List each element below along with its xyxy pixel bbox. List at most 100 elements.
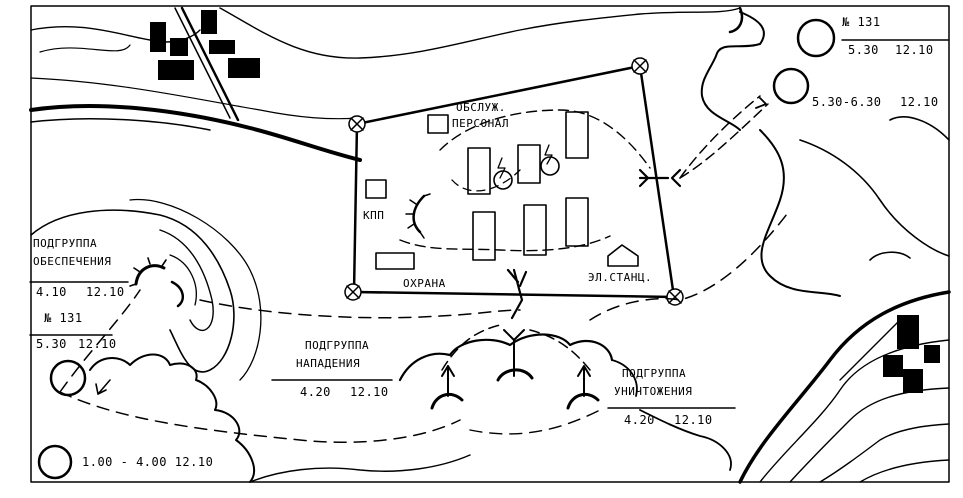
label-num-top: № 131 (842, 15, 881, 29)
support-group-arc (170, 280, 185, 308)
label-el-stants: ЭЛ.СТАНЦ. (588, 271, 653, 284)
hill-contour (129, 198, 262, 381)
label-podgruppa-unichtozh-2: УНИЧТОЖЕНИЯ (614, 385, 693, 398)
movement-arrow (441, 324, 501, 371)
map-frame (30, 5, 950, 483)
vegetation (249, 454, 471, 483)
terrain-contour (738, 290, 951, 484)
support-group-ticks (129, 257, 167, 287)
rendezvous-point-top (796, 18, 836, 58)
hill-contour (700, 11, 765, 131)
building (472, 211, 496, 261)
terrain-contour (789, 387, 950, 483)
approach-route (59, 289, 141, 393)
sentry-ticks (405, 193, 431, 239)
terrain-contour (819, 423, 950, 483)
arrowhead (95, 383, 107, 395)
building (897, 315, 919, 349)
label-time-right-b: 12.10 (900, 95, 939, 109)
patrol-route (399, 235, 611, 252)
movement-arrow (679, 95, 761, 179)
road (29, 104, 362, 162)
support-group-arc (134, 264, 166, 286)
gate-right (638, 168, 682, 188)
label-obsluzh-1: ОБСЛУЖ. (456, 101, 506, 114)
patrol-route (439, 109, 651, 169)
approach-route (469, 409, 601, 435)
label-obesp-time-b: 12.10 (86, 285, 125, 299)
label-podgruppa-obesp-2: ОБЕСПЕЧЕНИЯ (33, 255, 112, 268)
hill-contour (728, 6, 744, 34)
road (174, 7, 231, 119)
approach-route (97, 379, 111, 395)
label-podgruppa-unichtozh-1: ПОДГРУППА (622, 367, 687, 380)
label-bottom-left-time: 1.00 - 4.00 12.10 (82, 455, 214, 469)
movement-arrow (529, 329, 591, 371)
building (565, 197, 589, 247)
approach-route (59, 391, 461, 443)
vegetation (611, 359, 638, 397)
terrain-contour (859, 459, 950, 483)
label-napad-time-b: 12.10 (350, 385, 389, 399)
attack-group-arrow (441, 365, 455, 397)
building (565, 111, 589, 159)
sentry-arc (412, 194, 426, 234)
fence-posts (344, 57, 684, 306)
vegetation (89, 353, 255, 483)
vegetation (398, 333, 614, 382)
hill-contour (799, 139, 950, 257)
destruction-group-arc (566, 392, 600, 410)
label-obsluzh-2: ПЕРСОНАЛ (452, 117, 509, 130)
label-left-time-b: 12.10 (78, 337, 117, 351)
lightning-icon (544, 144, 553, 165)
lightning-icon (497, 157, 506, 179)
building (883, 355, 903, 377)
patrol-route (451, 169, 521, 192)
destruction-group-arrow (577, 365, 591, 397)
building (517, 144, 541, 184)
road (30, 118, 211, 131)
label-obesp-time-a: 4.10 (36, 285, 67, 299)
hill-contour (30, 209, 235, 373)
terrain-contour (219, 7, 741, 59)
building-power-station (607, 244, 639, 267)
rendezvous-point-left (49, 359, 87, 397)
center-group-arrow (503, 329, 525, 377)
building (201, 10, 217, 34)
gate-bottom (506, 268, 528, 320)
movement-arrow (679, 103, 769, 179)
road (30, 77, 361, 120)
building (228, 58, 260, 78)
label-time-top-a: 5.30 (848, 43, 879, 57)
building (924, 345, 940, 363)
label-unichtozh-time-a: 4.20 (624, 413, 655, 427)
hill-contour (889, 116, 950, 141)
building (903, 369, 923, 393)
label-kpp: КПП (363, 209, 385, 222)
rendezvous-point-right (772, 67, 810, 105)
building-kpp (365, 179, 387, 199)
attack-group-arc (430, 392, 464, 410)
building (170, 38, 188, 56)
label-num-left: № 131 (44, 311, 83, 325)
vegetation (639, 409, 732, 471)
hill-contour (759, 129, 841, 297)
label-okhrana: ОХРАНА (403, 277, 446, 290)
arrowhead (755, 97, 767, 109)
label-unichtozh-time-b: 12.10 (674, 413, 713, 427)
hill-contour (159, 229, 214, 332)
building-guard (375, 252, 415, 270)
label-podgruppa-napad-1: ПОДГРУППА (305, 339, 370, 352)
terrain-contour (39, 44, 131, 53)
start-point-bottom-left (37, 444, 73, 480)
building (209, 40, 235, 54)
hill-contour (169, 254, 197, 306)
guard-post-circle (540, 156, 560, 176)
label-time-right-a: 5.30-6.30 (812, 95, 882, 109)
building-service-staff (427, 114, 449, 134)
building (150, 22, 166, 52)
hill-contour (869, 251, 911, 261)
building (523, 204, 547, 256)
building (158, 60, 194, 80)
